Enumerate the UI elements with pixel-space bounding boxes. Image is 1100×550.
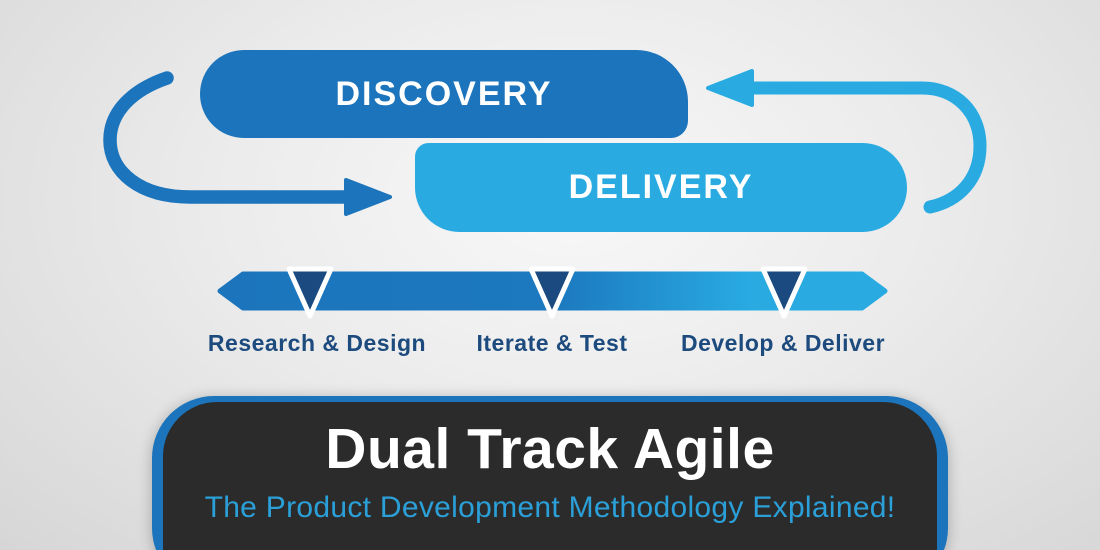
delivery-loop-arrow-icon (706, 69, 987, 214)
delivery-loop-arrowhead-icon (706, 69, 754, 107)
timeline-marker-research-icon (286, 266, 334, 319)
delivery-track-label: DELIVERY (568, 168, 754, 206)
footer-banner: Dual Track Agile The Product Development… (163, 402, 937, 550)
phase-label-research-design: Research & Design (207, 330, 427, 356)
phase-label-iterate-test: Iterate & Test (476, 330, 628, 356)
discovery-track-pill: DISCOVERY (200, 50, 688, 138)
timeline-marker-iterate-icon (528, 266, 576, 319)
timeline-marker-develop-icon (760, 266, 808, 319)
footer-banner-border: Dual Track Agile The Product Development… (152, 396, 948, 550)
footer-subtitle: The Product Development Methodology Expl… (204, 490, 896, 524)
discovery-track-label: DISCOVERY (335, 74, 553, 113)
discovery-loop-arrow-icon (103, 71, 392, 216)
footer-title: Dual Track Agile (325, 417, 775, 481)
delivery-track-pill: DELIVERY (415, 143, 907, 232)
discovery-loop-arrowhead-icon (344, 178, 392, 216)
phase-label-develop-deliver: Develop & Deliver (680, 330, 886, 356)
